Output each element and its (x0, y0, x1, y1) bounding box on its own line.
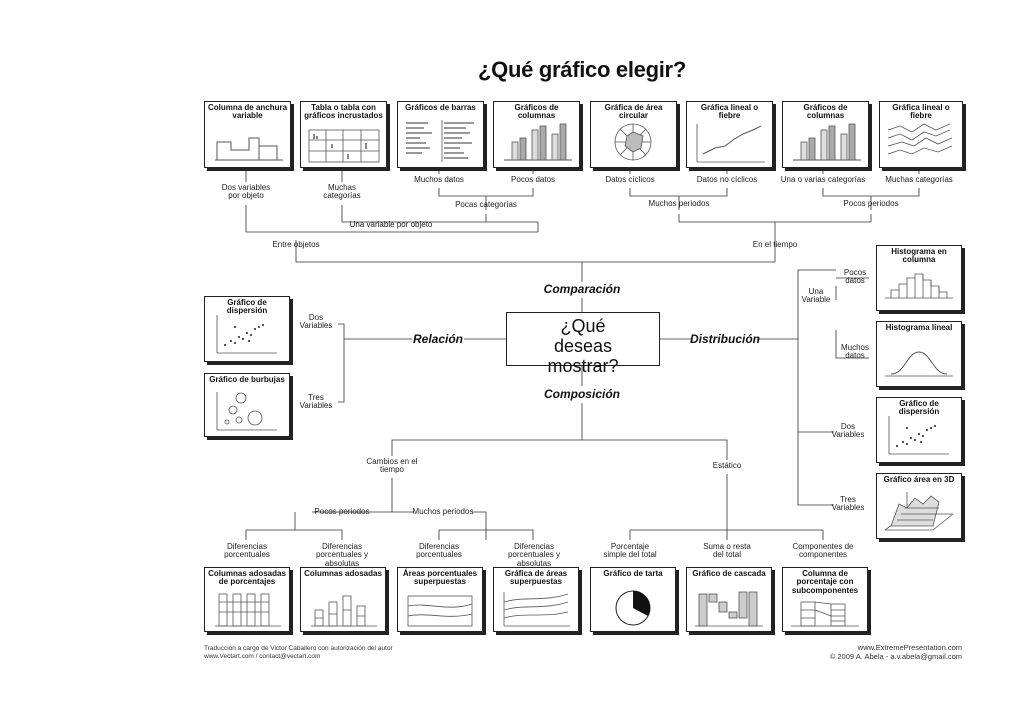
label-cyclical: Datos cíclicos (605, 175, 655, 184)
label-many-periods: Muchos periodos (648, 199, 710, 208)
center-question-box: ¿Qué deseas mostrar? (506, 312, 660, 376)
composition-changing-over-time: Cambios en el tiempo (366, 457, 418, 475)
footer-translation: Traducción a cargo de Victor Caballero c… (204, 645, 393, 652)
label-single-or-few-categories: Una o varias categorías (780, 175, 866, 184)
composition-relative-diff-2: Diferencias porcentuales (416, 542, 462, 560)
composition-static: Estático (712, 461, 742, 470)
distribution-three-variables: Tres Variables (831, 495, 865, 513)
chart-box-bar: Gráficos de barras (397, 101, 484, 168)
scatter-chart-icon-2 (888, 416, 949, 455)
composition-simple-share: Porcentaje simple del total (603, 542, 657, 560)
line-histogram-icon (885, 351, 953, 377)
stacked-100-area-icon (407, 595, 473, 627)
stacked-100-subcomponents-icon (791, 601, 859, 627)
distribution-many-points: Muchos datos (840, 343, 869, 361)
line-chart-icon (696, 124, 765, 163)
chart-box-stacked-100-column: Columnas adosadas de porcentajes (204, 567, 290, 632)
chart-box-circular-area: Gráfica de área circular (590, 101, 677, 168)
chart-box-bubble: Gráfico de burbujas (204, 373, 290, 437)
composition-relative-diff: Diferencias porcentuales (224, 542, 270, 560)
label-among-items: Entre objetos (272, 240, 320, 249)
table-icon (308, 129, 380, 163)
waterfall-chart-icon (695, 591, 763, 627)
label-few-items: Pocos datos (510, 175, 556, 184)
distribution-two-variables: Dos Variables (831, 422, 865, 440)
chart-box-line-2: Gráfica lineal o fiebre (879, 101, 963, 168)
footer-copyright: © 2009 A. Abela - a.v.abela@gmail.com (829, 652, 962, 661)
composition-accumulation: Suma o resta del total (703, 542, 751, 560)
footer-site: www.ExtremePresentation.com (857, 643, 962, 652)
distribution-few-points: Pocos datos (843, 268, 867, 286)
chart-box-column-2: Gráficos de columnas (782, 101, 869, 168)
bar-chart-icon (406, 120, 474, 162)
label-one-variable-per-item: Una variable por objeto (349, 220, 433, 229)
chart-box-column: Gráficos de columnas (493, 101, 580, 168)
chart-box-stacked-100-subcomponents: Columna de porcentaje con subcomponentes (782, 567, 868, 632)
category-distribution: Distribución (689, 332, 760, 346)
label-non-cyclical: Datos no cíclicos (696, 175, 758, 184)
composition-relative-absolute-diff: Diferencias porcentuales y absolutas (315, 542, 369, 568)
label-many-categories-2: Muchas categorías (885, 175, 953, 184)
composition-many-periods: Muchos periodos (412, 507, 474, 516)
scatter-chart-icon (216, 315, 277, 354)
stacked-100-column-icon (215, 593, 281, 627)
label-many-categories: Muchas categorías (323, 183, 361, 201)
category-composition: Composición (543, 387, 620, 401)
composition-few-periods: Pocos periodos (314, 507, 370, 516)
chart-box-line-histogram: Histograma lineal (876, 321, 962, 387)
stacked-column-icon (311, 595, 377, 627)
chart-box-waterfall: Gráfico de cascada (686, 567, 772, 632)
chart-box-table-embedded: Tabla o tabla con gráficos incrustados (300, 101, 387, 168)
chart-box-pie: Gráfico de tarta (590, 567, 676, 632)
column-chart-icon-2 (793, 123, 861, 161)
relation-two-variables: Dos Variables (299, 313, 333, 331)
pie-chart-icon (615, 590, 651, 626)
label-few-categories: Pocas categorías (455, 200, 517, 209)
chart-box-column-histogram: Histograma en columna (876, 245, 962, 311)
stacked-area-icon (503, 592, 570, 627)
column-chart-icon (504, 123, 572, 161)
chart-box-3d-area: Gráfico área en 3D (876, 473, 962, 539)
bubble-chart-icon (216, 392, 277, 431)
label-two-vars-per-item: Dos variables por objeto (221, 183, 271, 201)
category-comparison: Comparación (543, 282, 621, 296)
relation-three-variables: Tres Variables (299, 393, 333, 411)
label-over-time: En el tiempo (752, 240, 798, 249)
chart-box-line: Gráfica lineal o fiebre (686, 101, 773, 168)
3d-area-chart-icon (884, 492, 954, 531)
footer-contact: www.Vectart.com / contact@vectart.com (204, 653, 321, 660)
column-histogram-icon (885, 273, 953, 299)
circular-area-icon (614, 123, 652, 161)
label-many-items: Muchos datos (414, 175, 464, 184)
chart-box-stacked-column: Columnas adosadas (300, 567, 386, 632)
multi-line-chart-icon (887, 123, 953, 155)
distribution-single-variable: Una Variable (801, 287, 831, 305)
chart-box-scatter-2: Gráfico de dispersión (876, 397, 962, 463)
variable-width-column-icon (215, 137, 283, 161)
page-title: ¿Qué gráfico elegir? (478, 57, 686, 82)
label-few-periods: Pocos periodos (843, 199, 899, 208)
chart-box-stacked-area: Gráfica de áreas superpuestas (493, 567, 579, 632)
chart-box-scatter: Gráfico de dispersión (204, 296, 290, 362)
chart-box-variable-width-column: Columna de anchura variable (204, 101, 291, 168)
center-question: ¿Qué deseas mostrar? (547, 316, 619, 376)
composition-components-of-components: Componentes de componentes (792, 542, 854, 560)
composition-relative-absolute-diff-2: Diferencias porcentuales y absolutas (507, 542, 561, 568)
chart-box-stacked-100-area: Áreas porcentuales superpuestas (397, 567, 483, 632)
category-relationship: Relación (412, 332, 463, 346)
